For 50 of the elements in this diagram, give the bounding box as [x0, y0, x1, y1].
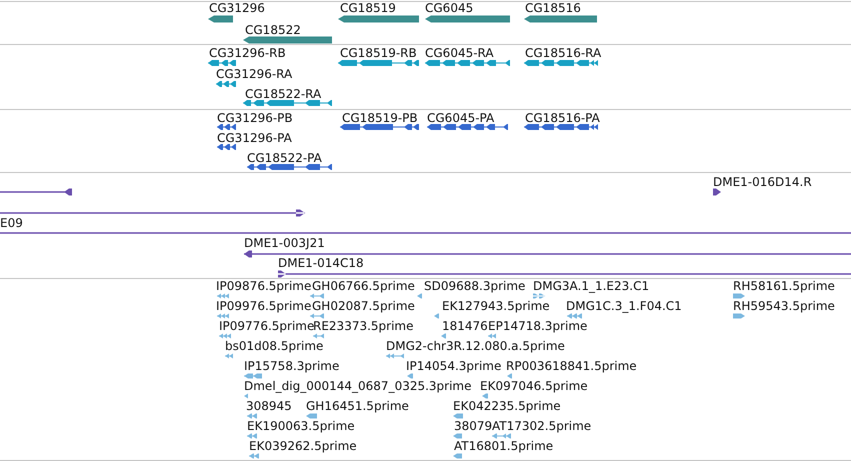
transcript-label: CG31296-RA [216, 67, 292, 81]
est-label: DMG3A.1_1.E23.C1 [533, 279, 650, 293]
est-label: GH06766.5prime [312, 279, 415, 293]
protein-label: CG31296-PB [217, 111, 293, 125]
est-label: GH16451.5prime [306, 399, 409, 413]
est-label: EP14718.3prime [488, 319, 588, 333]
est-label: 38079 [454, 419, 492, 433]
clone-label: DME1-016D14.R [713, 175, 812, 189]
transcript-label: CG18516-RA [525, 46, 602, 60]
protein-label: CG31296-PA [217, 131, 292, 145]
transcript-label: CG18522-RA [245, 87, 322, 101]
est-label: DMG1C.3_1.F04.C1 [566, 299, 682, 313]
gene-label: CG18519 [340, 1, 396, 15]
gene-label: CG31296 [209, 1, 265, 15]
est-label: EK097046.5prime [480, 379, 588, 393]
est-label: Dmel_dig_000144_0687_0325.3prime [244, 379, 472, 393]
est-label: bs01d08.5prime [225, 339, 324, 353]
transcript-label: CG18519-RB [340, 46, 417, 60]
gene-label: CG18516 [525, 1, 581, 15]
est-label: IP14054.3prime [406, 359, 502, 373]
est-label: RH58161.5prime [733, 279, 835, 293]
est-label: 181476 [442, 319, 488, 333]
protein-label: CG18519-PB [342, 111, 418, 125]
est-label: EK127943.5prime [442, 299, 550, 313]
transcript-label: CG31296-RB [209, 46, 286, 60]
clone-label: DME1-003J21 [244, 236, 325, 250]
est-label: RH59543.5prime [733, 299, 835, 313]
est-label: DMG2-chr3R.12.080.a.5prime [386, 339, 565, 353]
gene-label: CG18522 [245, 23, 301, 37]
est-label: 308945 [246, 399, 292, 413]
est-label: IP09976.5prime [216, 299, 312, 313]
protein-label: CG18516-PA [525, 111, 600, 125]
est-label: RE23373.5prime [313, 319, 414, 333]
protein-label: CG18522-PA [247, 151, 322, 165]
est-label: EK042235.5prime [453, 399, 561, 413]
est-label: AT17302.5prime [492, 419, 592, 433]
clone-label: DME1-014C18 [278, 256, 364, 270]
est-label: AT16801.5prime [454, 439, 554, 453]
est-label: EK039262.5prime [249, 439, 357, 453]
est-label: IP09876.5prime [216, 279, 312, 293]
est-label: GH02087.5prime [312, 299, 415, 313]
transcript-label: CG6045-RA [425, 46, 494, 60]
est-label: SD09688.3prime [424, 279, 526, 293]
est-label: IP09776.5prime [219, 319, 314, 333]
gene-label: CG6045 [425, 1, 474, 15]
est-label: IP15758.3prime [244, 359, 340, 373]
est-label: EK190063.5prime [247, 419, 355, 433]
protein-label: CG6045-PA [427, 111, 494, 125]
clone-label: E09 [0, 216, 23, 230]
est-label: RP003618841.5prime [506, 359, 637, 373]
